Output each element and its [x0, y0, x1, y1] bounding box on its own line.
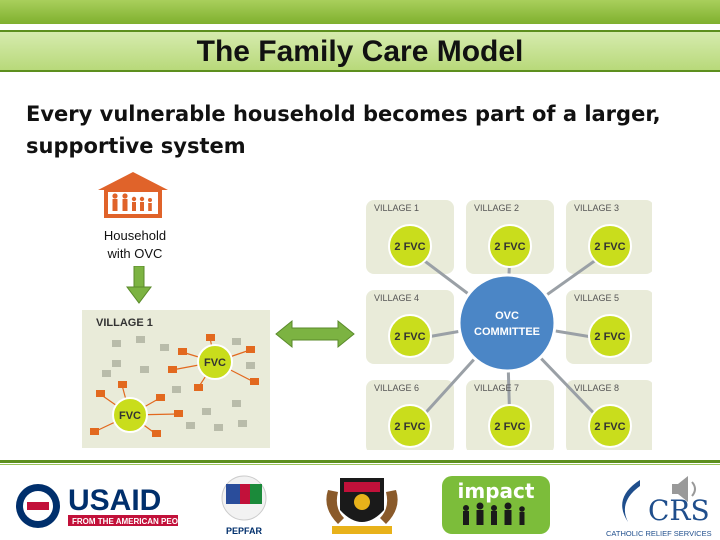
village-label: VILLAGE 3 — [574, 203, 619, 213]
fvc-circle — [488, 404, 532, 448]
hub-label-line1: OVC — [495, 310, 519, 322]
village-label: VILLAGE 2 — [474, 203, 519, 213]
fvc-circle — [388, 224, 432, 268]
top-accent-bar — [0, 0, 720, 24]
village-label: VILLAGE 1 — [374, 203, 419, 213]
speaker-icon[interactable] — [672, 476, 696, 502]
village1-title: VILLAGE 1 — [96, 317, 153, 329]
household-label: Household with OVC — [88, 227, 182, 263]
hub-label-line2: COMMITTEE — [474, 326, 540, 338]
household-icon — [98, 172, 168, 218]
footer-divider-thin — [0, 464, 720, 465]
fvc-label: 2 FVC — [394, 241, 425, 253]
title-band: The Family Care Model — [0, 30, 720, 72]
usaid-wordmark: USAID — [68, 484, 161, 517]
village1-fvc-bottom: FVC — [119, 410, 141, 422]
fvc-circle — [588, 314, 632, 358]
pepfar-logo: PEPFAR — [221, 475, 267, 536]
village-label: VILLAGE 4 — [374, 293, 419, 303]
pepfar-wordmark: PEPFAR — [226, 526, 263, 536]
village-label: VILLAGE 8 — [574, 383, 619, 393]
double-arrow — [275, 319, 355, 349]
village1-fvc-top: FVC — [204, 357, 226, 369]
page-title: The Family Care Model — [196, 35, 524, 68]
footer-divider — [0, 460, 720, 463]
partner-logos: USAID FROM THE AMERICAN PEOPLE PEPFAR im… — [16, 475, 712, 538]
village1-panel: VILLAGE 1 FVC FVC — [82, 310, 270, 448]
village-label: VILLAGE 5 — [574, 293, 619, 303]
ovc-committee-hub — [457, 273, 557, 373]
fvc-label: 2 FVC — [394, 331, 425, 343]
village-label: VILLAGE 7 — [474, 383, 519, 393]
fvc-circle — [488, 224, 532, 268]
fvc-circle — [588, 404, 632, 448]
fvc-label: 2 FVC — [394, 421, 425, 433]
crs-logo: CRS CATHOLIC RELIEF SERVICES — [606, 480, 712, 538]
crs-subtitle: CATHOLIC RELIEF SERVICES — [606, 529, 712, 538]
fvc-circle — [388, 404, 432, 448]
village-label: VILLAGE 6 — [374, 383, 419, 393]
fvc-circle — [388, 314, 432, 358]
fvc-label: 2 FVC — [494, 241, 525, 253]
subtitle: Every vulnerable household becomes part … — [26, 102, 661, 158]
fvc-label: 2 FVC — [594, 331, 625, 343]
crs-wordmark: CRS — [648, 494, 710, 527]
usaid-logo: USAID FROM THE AMERICAN PEOPLE — [16, 484, 194, 528]
household-label-line2: with OVC — [107, 246, 163, 261]
impact-logo: impact — [442, 476, 550, 534]
impact-wordmark: impact — [458, 479, 535, 503]
fvc-circle — [588, 224, 632, 268]
village-network-diagram: VILLAGE 1 2 FVC VILLAGE 2 2 FVC VILLAGE 3 2 F… — [366, 200, 652, 450]
down-arrow — [126, 266, 152, 304]
usaid-tagline: FROM THE AMERICAN PEOPLE — [72, 517, 194, 526]
fvc-label: 2 FVC — [494, 421, 525, 433]
fvc-label: 2 FVC — [594, 421, 625, 433]
fvc-label: 2 FVC — [594, 241, 625, 253]
malawi-coat-of-arms-logo — [326, 478, 398, 534]
household-label-line1: Household — [103, 228, 167, 243]
